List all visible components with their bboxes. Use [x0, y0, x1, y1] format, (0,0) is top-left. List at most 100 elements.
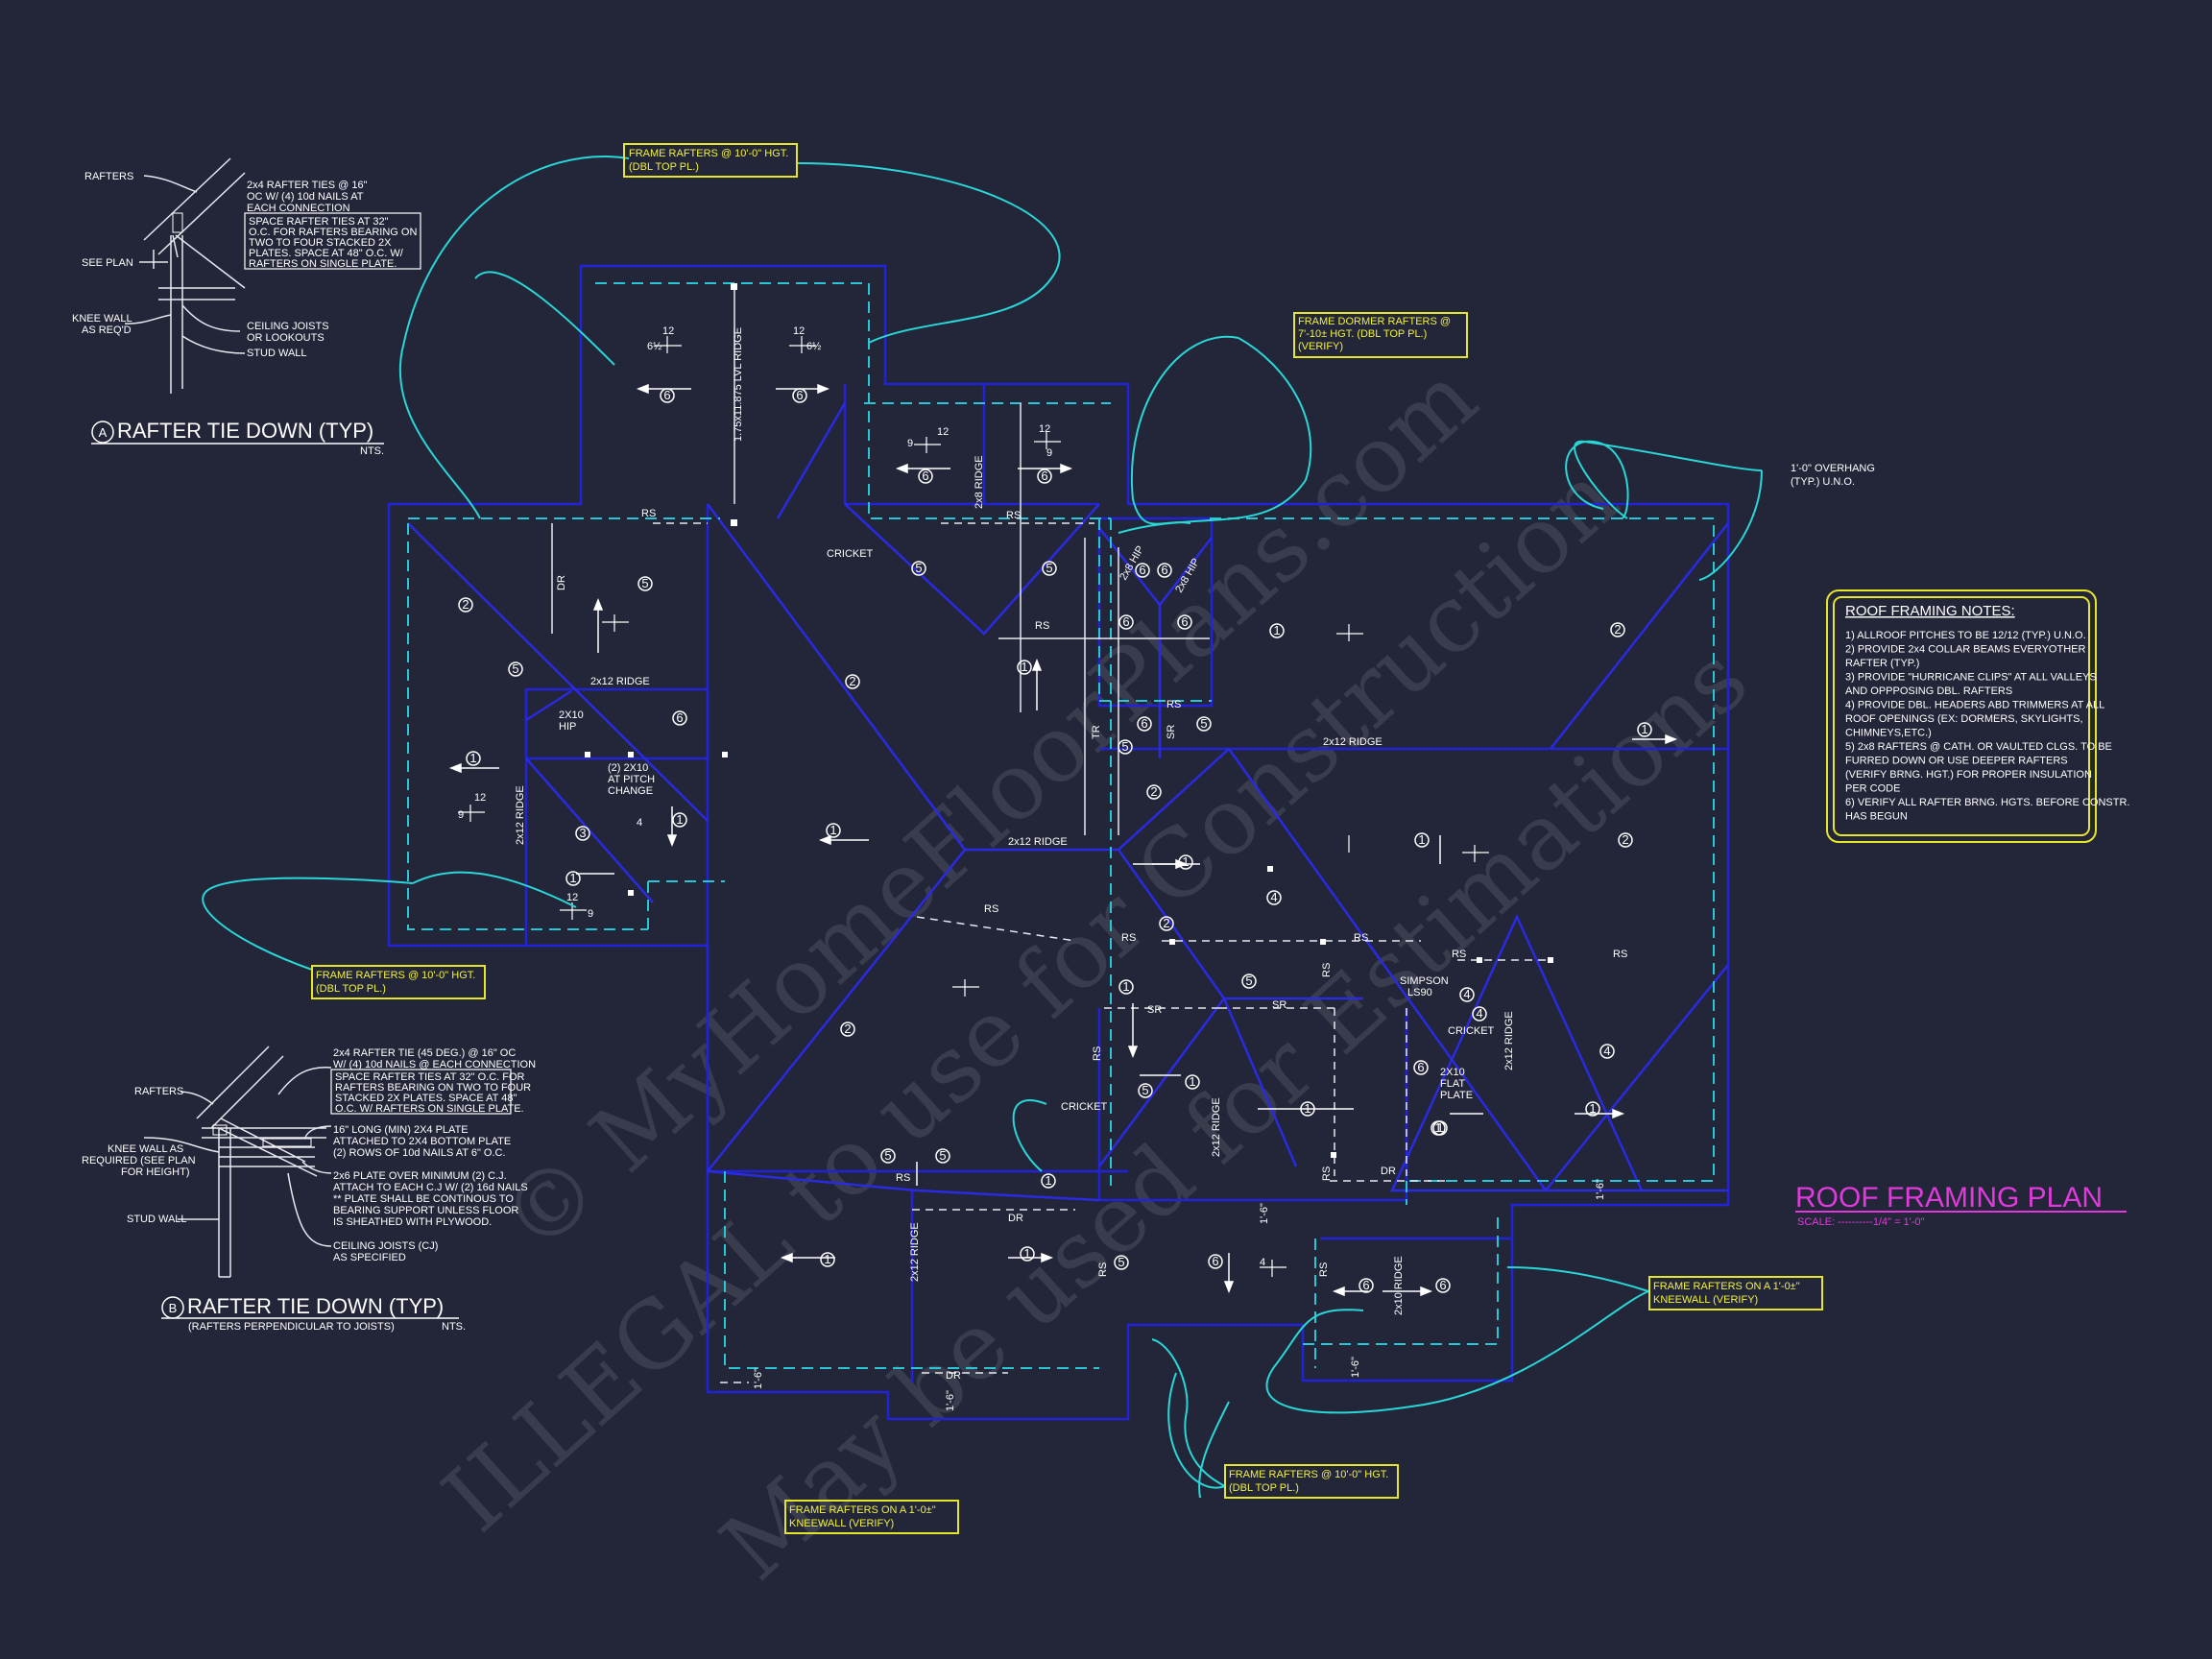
detail-b-box-1: SPACE RAFTER TIES AT 32" O.C. FOR — [335, 1071, 525, 1083]
callout-overhang-line-2: (TYP.) U.N.O. — [1791, 476, 1855, 488]
label-rs-7: RS — [1452, 949, 1466, 960]
label-ridge-c: 2x12 RIDGE — [1008, 836, 1068, 848]
label-ridge-d: 2x12 RIDGE — [515, 785, 526, 845]
rafter-type-marker — [1599, 1044, 1615, 1059]
detail-a-ties-2: OC W/ (4) 10d NAILS AT — [247, 191, 364, 203]
rafter-type-number: 6 — [1439, 1278, 1446, 1292]
detail-a-ties-3: EACH CONNECTION — [247, 203, 350, 214]
rafter-type-marker — [1118, 739, 1133, 755]
detail-b-subtitle: (RAFTERS PERPENDICULAR TO JOISTS) — [188, 1321, 395, 1333]
rafter-type-marker — [1241, 974, 1257, 989]
callout-dormer-line-3: (VERIFY) — [1298, 341, 1343, 352]
label-twelve-3: 12 — [937, 426, 949, 438]
label-twelve-6: 12 — [566, 892, 578, 903]
rafter-type-marker — [1146, 784, 1162, 800]
label-twelve-4: 12 — [1039, 423, 1050, 435]
detail-a-ceiling-1: CEILING JOISTS — [247, 321, 329, 332]
detail-b-nts: NTS. — [442, 1321, 466, 1333]
note-line: RAFTER (TYP.) — [1845, 658, 1919, 669]
callout-bottom-knee-line-2: KNEEWALL (VERIFY) — [789, 1518, 894, 1529]
rafter-type-number: 6 — [1041, 469, 1047, 483]
watermark-line-1: © MyHomeFloorPlans.com — [480, 344, 1497, 1274]
detail-b-plate-2: ATTACHED TO 2X4 BOTTOM PLATE — [333, 1136, 511, 1147]
label-rs-5: RS — [1121, 932, 1136, 944]
detail-a: RAFTERS SEE PLAN KNEE WALL AS REQ'D CEIL… — [72, 157, 421, 457]
rafter-type-marker — [565, 871, 581, 886]
label-dim-4: 1'-6" — [1595, 1179, 1606, 1200]
label-ridge-a: 2x12 RIDGE — [590, 676, 650, 687]
rafter-type-number: 6 — [796, 388, 803, 402]
label-six-half-1: 6½ — [647, 341, 661, 352]
note-line: CHIMNEYS,ETC.) — [1845, 728, 1932, 739]
rafter-type-number: 1 — [676, 812, 683, 827]
rafter-type-marker — [660, 388, 675, 403]
detail-a-box-1: SPACE RAFTER TIES AT 32" — [249, 216, 389, 228]
rafter-type-number: 1 — [1045, 1173, 1051, 1188]
note-line: 1) ALLROOF PITCHES TO BE 12/12 (TYP.) U.… — [1845, 630, 2086, 641]
rafter-type-number: 5 — [512, 661, 518, 676]
detail-b-plate-3: (2) ROWS OF 10d NAILS AT 6" O.C. — [333, 1147, 506, 1159]
label-sr-3: SR — [1166, 725, 1177, 739]
rafter-type-marker — [935, 1148, 950, 1164]
callout-dormer-line-1: FRAME DORMER RAFTERS @ — [1298, 316, 1451, 327]
rafter-type-number: 5 — [939, 1148, 946, 1163]
rafter-type-marker — [1137, 716, 1152, 732]
wall-dormer-top — [843, 384, 1099, 506]
rafter-type-number: 1 — [1641, 722, 1647, 736]
label-lvl-ridge: 1.75x11.875 LVL RIDGE — [733, 327, 744, 442]
label-rs-15: RS — [1097, 1262, 1109, 1277]
detail-a-nts: NTS. — [360, 445, 384, 457]
rafter-type-marker — [458, 597, 473, 613]
callout-top: FRAME RAFTERS @ 10'-0" HGT. (DBL TOP PL.… — [623, 143, 798, 178]
rafter-type-number: 5 — [1046, 561, 1052, 575]
label-four-1: 4 — [637, 817, 642, 829]
detail-b: RAFTERS KNEE WALL AS REQUIRED (SEE PLAN … — [82, 1046, 536, 1333]
label-dr-3: DR — [1381, 1166, 1396, 1177]
rafter-type-number: 6 — [1417, 1060, 1424, 1074]
node-markers — [585, 283, 1553, 1158]
label-flat-plate-1: 2X10 — [1440, 1067, 1465, 1078]
rafter-type-number: 2 — [462, 597, 469, 612]
note-line: 2) PROVIDE 2x4 COLLAR BEAMS EVERYOTHER — [1845, 644, 2085, 656]
note-line: 6) VERIFY ALL RAFTER BRNG. HGTS. BEFORE … — [1845, 797, 2129, 808]
rafter-type-number: 1 — [1418, 832, 1425, 847]
callout-bottom-knee: FRAME RAFTERS ON A 1'-0±" KNEEWALL (VERI… — [784, 1500, 959, 1534]
detail-b-tie-1: 2x4 RAFTER TIE (45 DEG.) @ 16" OC — [333, 1047, 516, 1059]
rafter-type-number: 6 — [1122, 614, 1129, 629]
rafter-type-marker — [637, 576, 653, 591]
callout-left: FRAME RAFTERS @ 10'-0" HGT. (DBL TOP PL.… — [311, 965, 486, 999]
rafter-type-number: 1 — [1023, 1246, 1030, 1261]
rafter-type-marker — [911, 561, 926, 576]
plan-labels: RS RS RS RS RS RS RS RS RS RS SR SR DR D… — [458, 325, 1627, 1411]
rafter-type-marker — [1413, 1060, 1429, 1075]
rafter-type-number: 1 — [830, 823, 836, 837]
label-ridge-f: 2x12 RIDGE — [1211, 1097, 1222, 1157]
rafter-type-marker — [820, 1252, 835, 1267]
rafter-type-number: 4 — [1270, 890, 1277, 904]
detail-a-box-4: PLATES. SPACE AT 48" O.C. W/ — [249, 248, 404, 259]
detail-a-knee-1: KNEE WALL — [72, 313, 132, 325]
rafter-type-number: 6 — [1141, 716, 1147, 731]
detail-b-knee-3: FOR HEIGHT) — [121, 1166, 190, 1178]
detail-a-marker: A — [99, 425, 108, 440]
rafter-type-number: 1 — [1434, 1120, 1441, 1135]
plan-title: ROOF FRAMING PLAN SCALE: ----------1/4" … — [1795, 1182, 2127, 1228]
label-tr: TR — [1091, 725, 1102, 739]
rafter-type-marker — [845, 674, 860, 689]
callout-left-line-2: (DBL TOP PL.) — [316, 983, 386, 995]
callout-overhang: 1'-0" OVERHANG (TYP.) U.N.O. — [1791, 463, 1875, 488]
callout-bottom-mid-line-2: (DBL TOP PL.) — [1229, 1482, 1299, 1494]
label-dim-2: 1'-6" — [1259, 1203, 1270, 1224]
rafter-type-number: 5 — [884, 1148, 891, 1163]
rafter-arrows — [448, 383, 1678, 1297]
rafter-type-number: 6 — [663, 388, 670, 402]
label-hip-2: HIP — [559, 721, 576, 733]
detail-a-rafters: RAFTERS — [84, 171, 133, 182]
rafter-type-marker — [672, 710, 687, 726]
label-dim-5: 1'-6" — [945, 1390, 956, 1411]
rafter-type-number: 1 — [469, 751, 476, 765]
detail-b-tie-2: W/ (4) 10d NAILS @ EACH CONNECTION — [333, 1059, 536, 1070]
label-rs-12: RS — [1321, 1166, 1333, 1181]
note-line: 3) PROVIDE "HURRICANE CLIPS" AT ALL VALL… — [1845, 672, 2097, 684]
rafter-type-marker — [1037, 469, 1052, 484]
